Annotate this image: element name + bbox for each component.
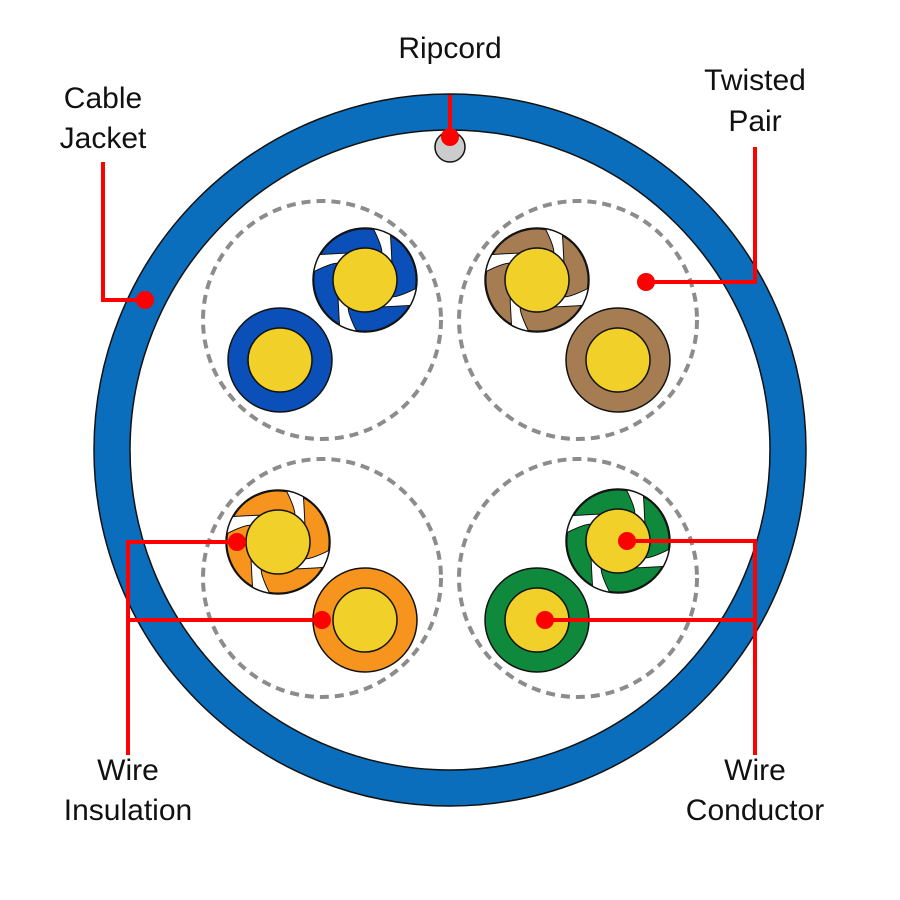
pair-boundary	[457, 199, 699, 441]
pair-orange	[201, 457, 443, 699]
wire-insulation-dot-1	[228, 533, 246, 551]
cable-jacket-dot	[136, 291, 154, 309]
wire-conductor	[247, 327, 313, 393]
twisted-pair-label-line2: Pair	[728, 105, 781, 138]
cable-jacket-label-line2: Jacket	[60, 122, 147, 155]
cable-interior	[129, 129, 771, 771]
wire-insulation-label-line1: Wire	[97, 754, 159, 787]
pair-boundary	[201, 199, 443, 441]
wire-conductor	[245, 509, 311, 575]
wire-conductor	[585, 327, 651, 393]
wire-conductor	[332, 247, 398, 313]
pair-boundary	[457, 457, 699, 699]
wire-conductor-label-line2: Conductor	[686, 794, 824, 827]
wire-conductor-dot-1	[618, 532, 636, 550]
pair-brown	[457, 199, 699, 441]
twisted-pairs	[201, 199, 699, 699]
leader-lines	[101, 95, 757, 755]
wire-conductor-label-line1: Wire	[724, 754, 786, 787]
cable-jacket-label-line1: Cable	[64, 82, 142, 115]
ripcord-label: Ripcord	[398, 32, 501, 65]
wire-insulation-label-line2: Insulation	[64, 794, 192, 827]
wire-conductor	[332, 587, 398, 653]
wire-conductor	[504, 247, 570, 313]
pair-blue	[201, 199, 443, 441]
wire-insulation-leader	[126, 540, 237, 755]
wire-insulation-dot-2	[313, 611, 331, 629]
pair-boundary	[201, 457, 443, 699]
leader-dots	[136, 128, 655, 629]
twisted-pair-label-line1: Twisted	[704, 64, 806, 97]
twisted-pair-dot	[637, 273, 655, 291]
twisted-pair-leader	[646, 147, 757, 284]
wire-conductor-dot-2	[536, 611, 554, 629]
cable-jacket-leader	[101, 162, 145, 302]
wire-conductor-leader	[627, 539, 757, 755]
ripcord-dot	[441, 128, 459, 146]
